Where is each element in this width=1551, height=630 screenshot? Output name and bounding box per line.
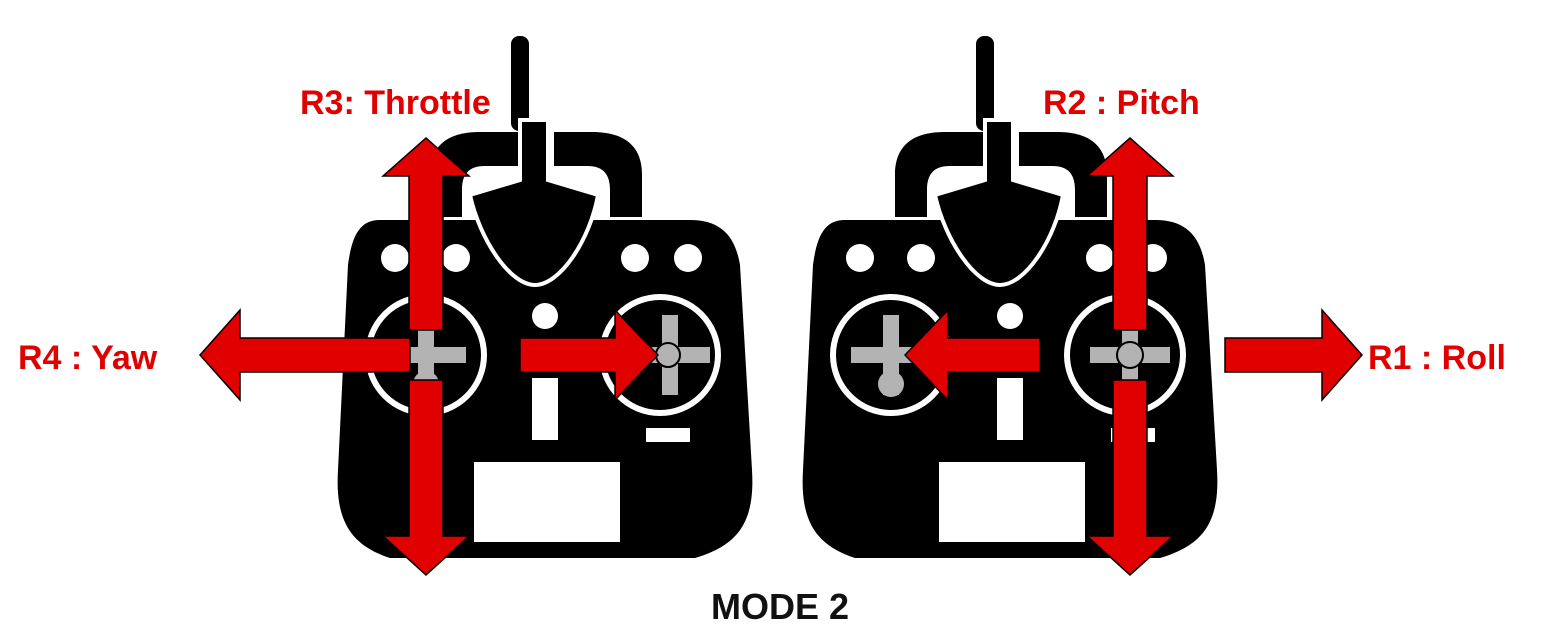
pitch-label: R2 : Pitch	[1043, 84, 1200, 122]
throttle-down-arrow	[381, 379, 471, 577]
right-stick-knob	[1116, 341, 1144, 369]
yaw-label: R4 : Yaw	[18, 339, 158, 377]
left-stick-knob-on-right-controller	[878, 371, 904, 397]
pitch-down-arrow	[1085, 379, 1175, 577]
throttle-up-arrow	[381, 136, 471, 331]
yaw-left-arrow	[198, 308, 411, 402]
roll-label: R1 : Roll	[1368, 339, 1506, 377]
roll-right-arrow	[1224, 308, 1364, 402]
roll-left-arrow-on-right-controller	[903, 308, 1041, 402]
pitch-up-arrow	[1085, 136, 1175, 331]
throttle-label: R3: Throttle	[300, 84, 491, 122]
right-controller	[803, 36, 1218, 558]
yaw-right-arrow-on-left-controller	[519, 308, 660, 402]
right-stick-knob-on-left-controller	[655, 342, 681, 368]
mode-caption: MODE 2	[711, 586, 849, 627]
